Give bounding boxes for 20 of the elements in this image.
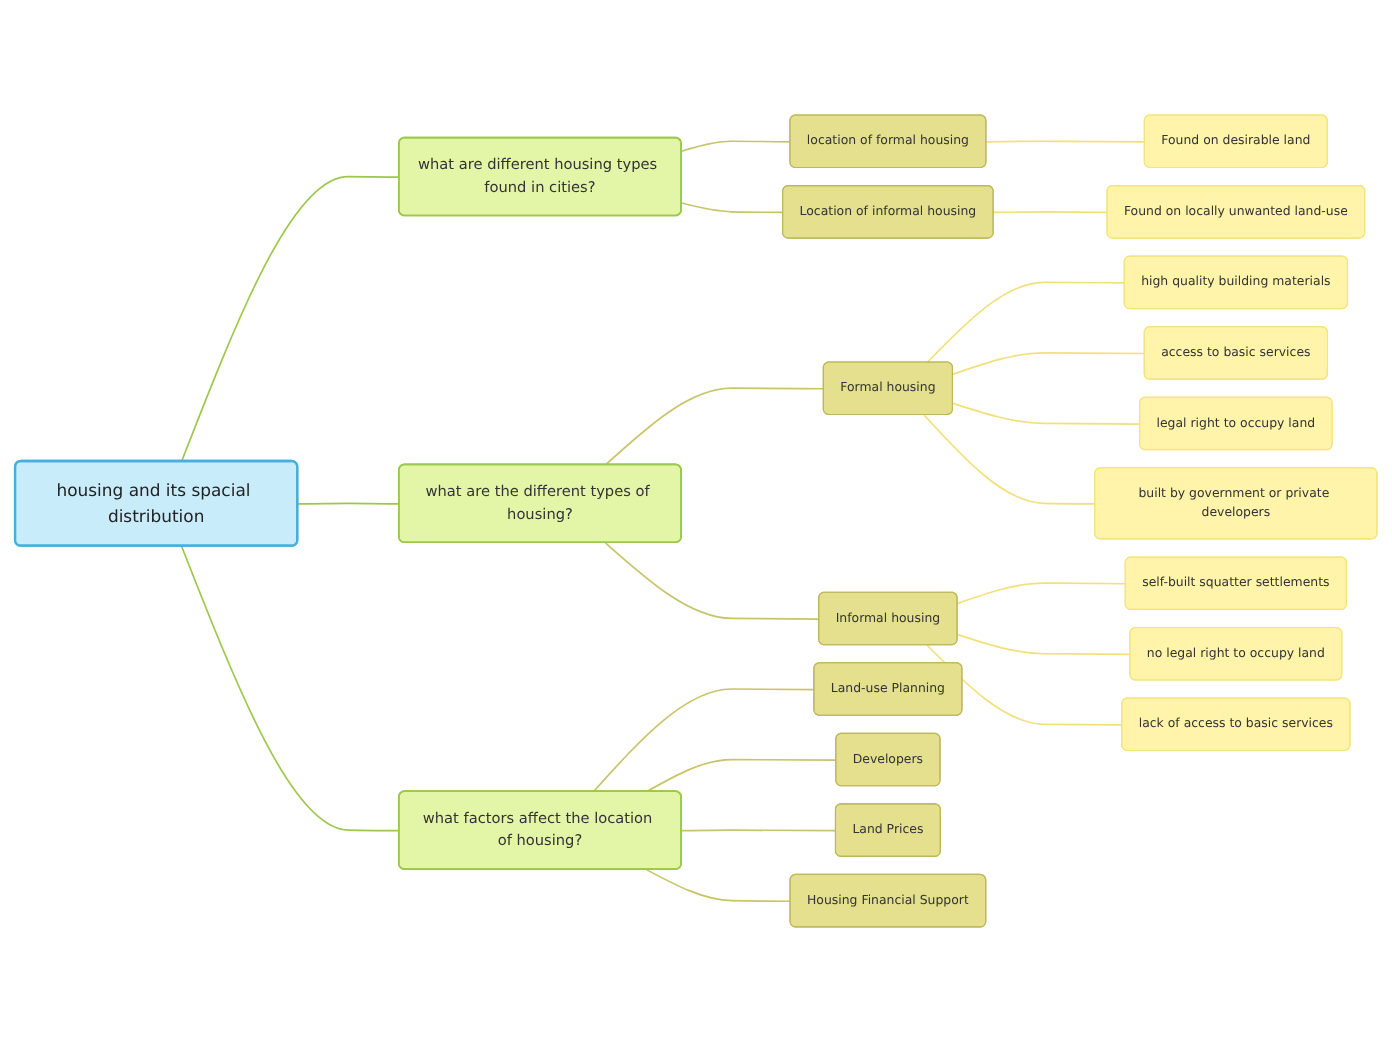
connector — [992, 210, 1109, 213]
connector — [680, 201, 785, 213]
connector — [923, 413, 1097, 504]
connector — [645, 757, 838, 792]
connector — [680, 828, 837, 831]
connector — [956, 581, 1127, 604]
connector — [645, 867, 792, 902]
connector — [592, 687, 816, 792]
connector — [180, 174, 401, 462]
connector — [604, 541, 821, 619]
connector — [956, 632, 1132, 655]
connector — [604, 386, 825, 465]
connector — [926, 643, 1124, 725]
connector — [680, 139, 792, 152]
connector — [952, 351, 1146, 375]
connector — [952, 401, 1141, 424]
connector — [296, 501, 401, 504]
connector — [926, 280, 1126, 363]
connector — [985, 139, 1146, 142]
connector — [180, 544, 401, 831]
